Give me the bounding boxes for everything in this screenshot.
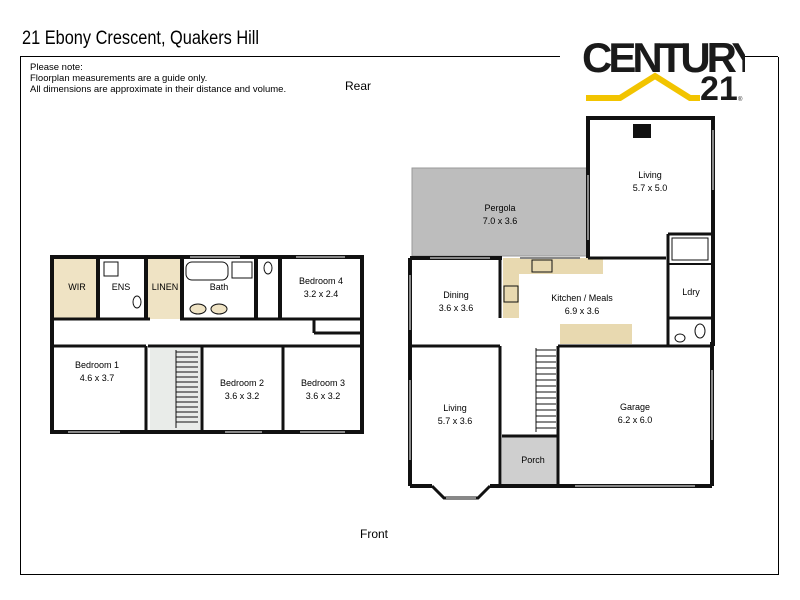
bathtub <box>185 261 229 281</box>
note-heading: Please note: <box>30 62 83 73</box>
linen-floor <box>148 259 181 319</box>
century21-logo: CENTURY 21 ® <box>582 34 745 108</box>
ens-shower <box>103 261 119 277</box>
room-pergola-dims: 7.0 x 3.6 <box>483 216 518 226</box>
front-label: Front <box>360 527 389 541</box>
room-linen-name: LINEN <box>152 282 179 292</box>
room-bedroom1-dims: 4.6 x 3.7 <box>80 373 115 383</box>
room-kitchen-name: Kitchen / Meals <box>551 293 613 303</box>
header-rule <box>20 56 560 57</box>
bath-basin <box>231 261 253 279</box>
upper-floor <box>50 255 364 434</box>
ground-floor <box>408 116 715 500</box>
room-garage-dims: 6.2 x 6.0 <box>618 415 653 425</box>
wir-floor <box>54 259 96 319</box>
note-line-1: Floorplan measurements are a guide only. <box>30 73 208 84</box>
room-dining-dims: 3.6 x 3.6 <box>439 303 474 313</box>
header-rule-right <box>743 56 778 57</box>
porch-area <box>502 436 558 486</box>
logo-text: CENTURY <box>582 34 745 81</box>
pergola-area <box>411 167 588 257</box>
ground-stairs <box>535 348 556 432</box>
room-bedroom3-name: Bedroom 3 <box>301 378 345 388</box>
room-living-front-name: Living <box>443 403 467 413</box>
logo-registered-mark: ® <box>738 96 743 103</box>
room-bedroom1-name: Bedroom 1 <box>75 360 119 370</box>
room-living-rear-dims: 5.7 x 5.0 <box>633 183 668 193</box>
room-bedroom4-name: Bedroom 4 <box>299 276 343 286</box>
ens-toilet <box>132 295 142 309</box>
stair-floor <box>150 348 200 430</box>
room-bedroom4-dims: 3.2 x 2.4 <box>304 289 339 299</box>
ground-basin <box>674 333 686 343</box>
laundry-tub <box>671 237 709 261</box>
room-garage-name: Garage <box>620 402 650 412</box>
page-title: 21 Ebony Crescent, Quakers Hill <box>22 28 260 49</box>
vanity-basin-left <box>189 303 207 315</box>
room-porch-name: Porch <box>521 455 545 465</box>
room-bath-name: Bath <box>210 282 229 292</box>
logo-roof-shape <box>586 72 700 101</box>
room-living-rear-name: Living <box>638 170 662 180</box>
plan-frame <box>20 57 779 575</box>
room-pergola-name: Pergola <box>484 203 515 213</box>
note-line-2: All dimensions are approximate in their … <box>30 84 287 95</box>
vanity-basin-right <box>210 303 228 315</box>
room-dining-name: Dining <box>443 290 469 300</box>
kitchen-sink <box>531 259 553 273</box>
fireplace-icon <box>633 124 651 138</box>
logo-number: 21 <box>700 70 738 108</box>
room-kitchen-dims: 6.9 x 3.6 <box>565 306 600 316</box>
room-bedroom2-dims: 3.6 x 3.2 <box>225 391 260 401</box>
kitchen-island <box>560 324 632 344</box>
rear-label: Rear <box>345 79 372 93</box>
ground-toilet <box>694 323 706 339</box>
upper-stairs <box>175 350 198 428</box>
wc-toilet <box>263 261 273 275</box>
room-bedroom3-dims: 3.6 x 3.2 <box>306 391 341 401</box>
kitchen-bench-side <box>503 258 519 318</box>
room-wir-name: WIR <box>68 282 86 292</box>
cooktop <box>503 285 519 303</box>
room-laundry-name: Ldry <box>682 287 700 297</box>
kitchen-bench-top <box>503 258 603 274</box>
room-bedroom2-name: Bedroom 2 <box>220 378 264 388</box>
room-living-front-dims: 5.7 x 3.6 <box>438 416 473 426</box>
room-ens-name: ENS <box>112 282 131 292</box>
disclaimer-note: Please note: Floorplan measurements are … <box>30 62 286 95</box>
